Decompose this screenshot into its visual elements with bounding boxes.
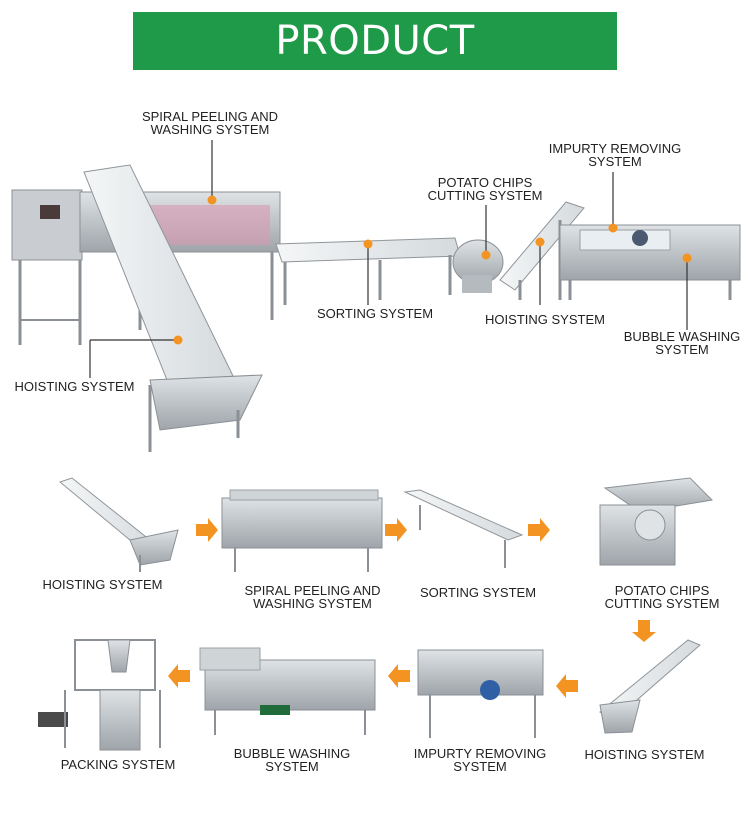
label-hoisting-right: HOISTING SYSTEM bbox=[485, 312, 605, 327]
arrow-left-1 bbox=[556, 674, 578, 698]
flow-hoisting-2 bbox=[599, 639, 701, 734]
flow-packing-machine bbox=[38, 639, 161, 751]
left-hoisting-conveyor bbox=[83, 164, 263, 452]
flow-label-sorting: SORTING SYSTEM bbox=[419, 585, 537, 600]
arrow-left-2 bbox=[388, 664, 410, 688]
marker-hoisting-right bbox=[535, 237, 545, 247]
label-sorting: SORTING SYSTEM bbox=[316, 306, 434, 321]
marker-sorting bbox=[363, 239, 373, 249]
arrow-right-2 bbox=[385, 518, 407, 542]
flow-spiral-peeling bbox=[221, 489, 383, 572]
flow-label-hoisting-1: HOISTING SYSTEM bbox=[42, 577, 163, 592]
flow-label-hoisting-2: HOISTING SYSTEM bbox=[584, 747, 705, 762]
marker-chips bbox=[481, 250, 491, 260]
page-title: PRODUCT DESCRIPTION bbox=[133, 12, 617, 122]
label-hoisting-left: HOISTING SYSTEM bbox=[14, 379, 135, 394]
marker-impurity bbox=[608, 223, 618, 233]
arrow-left-3 bbox=[168, 664, 190, 688]
marker-spiral bbox=[207, 195, 217, 205]
overview-pointer-lines bbox=[89, 140, 688, 378]
flow-hoisting-1 bbox=[58, 477, 179, 572]
impurity-bubble-washers bbox=[559, 224, 741, 300]
flow-impurity-remover bbox=[417, 649, 544, 738]
flow-label-packing: PACKING SYSTEM bbox=[60, 757, 176, 772]
flow-sorting-conveyor bbox=[403, 489, 524, 568]
marker-hoisting-left bbox=[173, 335, 183, 345]
arrow-down-1 bbox=[632, 620, 656, 642]
flow-bubble-washer bbox=[199, 647, 376, 735]
overview-markers bbox=[173, 195, 692, 345]
marker-bubble bbox=[682, 253, 692, 263]
arrow-right-3 bbox=[528, 518, 550, 542]
arrow-right-1 bbox=[196, 518, 218, 542]
chips-cutting-machine bbox=[452, 239, 504, 293]
spiral-peeling-machine bbox=[11, 189, 281, 345]
flow-arrows bbox=[168, 518, 656, 698]
flow-chips-cutter bbox=[599, 477, 714, 566]
